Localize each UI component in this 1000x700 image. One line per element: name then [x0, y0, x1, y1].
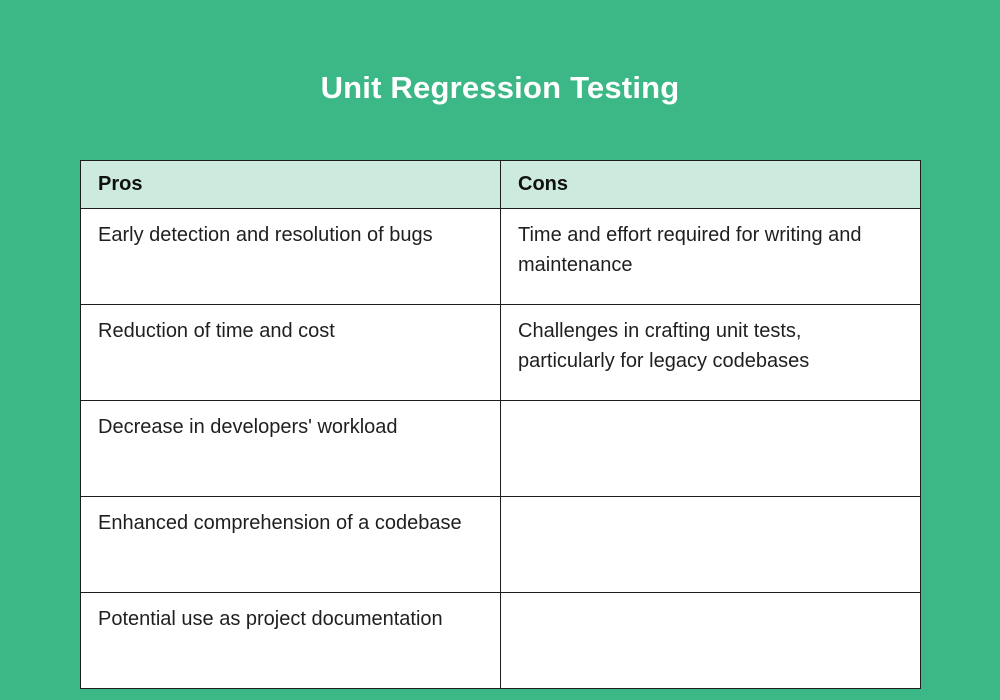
table-cell-pros: Decrease in developers' workload: [80, 400, 501, 497]
page-title: Unit Regression Testing: [320, 70, 680, 105]
table-cell-cons: Challenges in crafting unit tests, parti…: [500, 304, 921, 401]
table-cell-pros: Early detection and resolution of bugs: [80, 208, 501, 305]
table-cell-pros: Enhanced comprehension of a codebase: [80, 496, 501, 593]
table-cell-pros: Reduction of time and cost: [80, 304, 501, 401]
pros-cons-table: Pros Cons Early detection and resolution…: [80, 160, 921, 689]
table-header-row: Pros Cons: [80, 160, 921, 209]
table-cell-pros: Potential use as project documentation: [80, 592, 501, 689]
table-row: Enhanced comprehension of a codebase: [80, 496, 921, 593]
header-cell-cons: Cons: [500, 160, 921, 209]
header-cell-pros: Pros: [80, 160, 501, 209]
table-cell-cons: [500, 496, 921, 593]
table-cell-cons: [500, 592, 921, 689]
table-row: Potential use as project documentation: [80, 592, 921, 689]
table-row: Decrease in developers' workload: [80, 400, 921, 497]
table-cell-cons: [500, 400, 921, 497]
table-row: Early detection and resolution of bugs T…: [80, 208, 921, 305]
table-row: Reduction of time and cost Challenges in…: [80, 304, 921, 401]
table-cell-cons: Time and effort required for writing and…: [500, 208, 921, 305]
